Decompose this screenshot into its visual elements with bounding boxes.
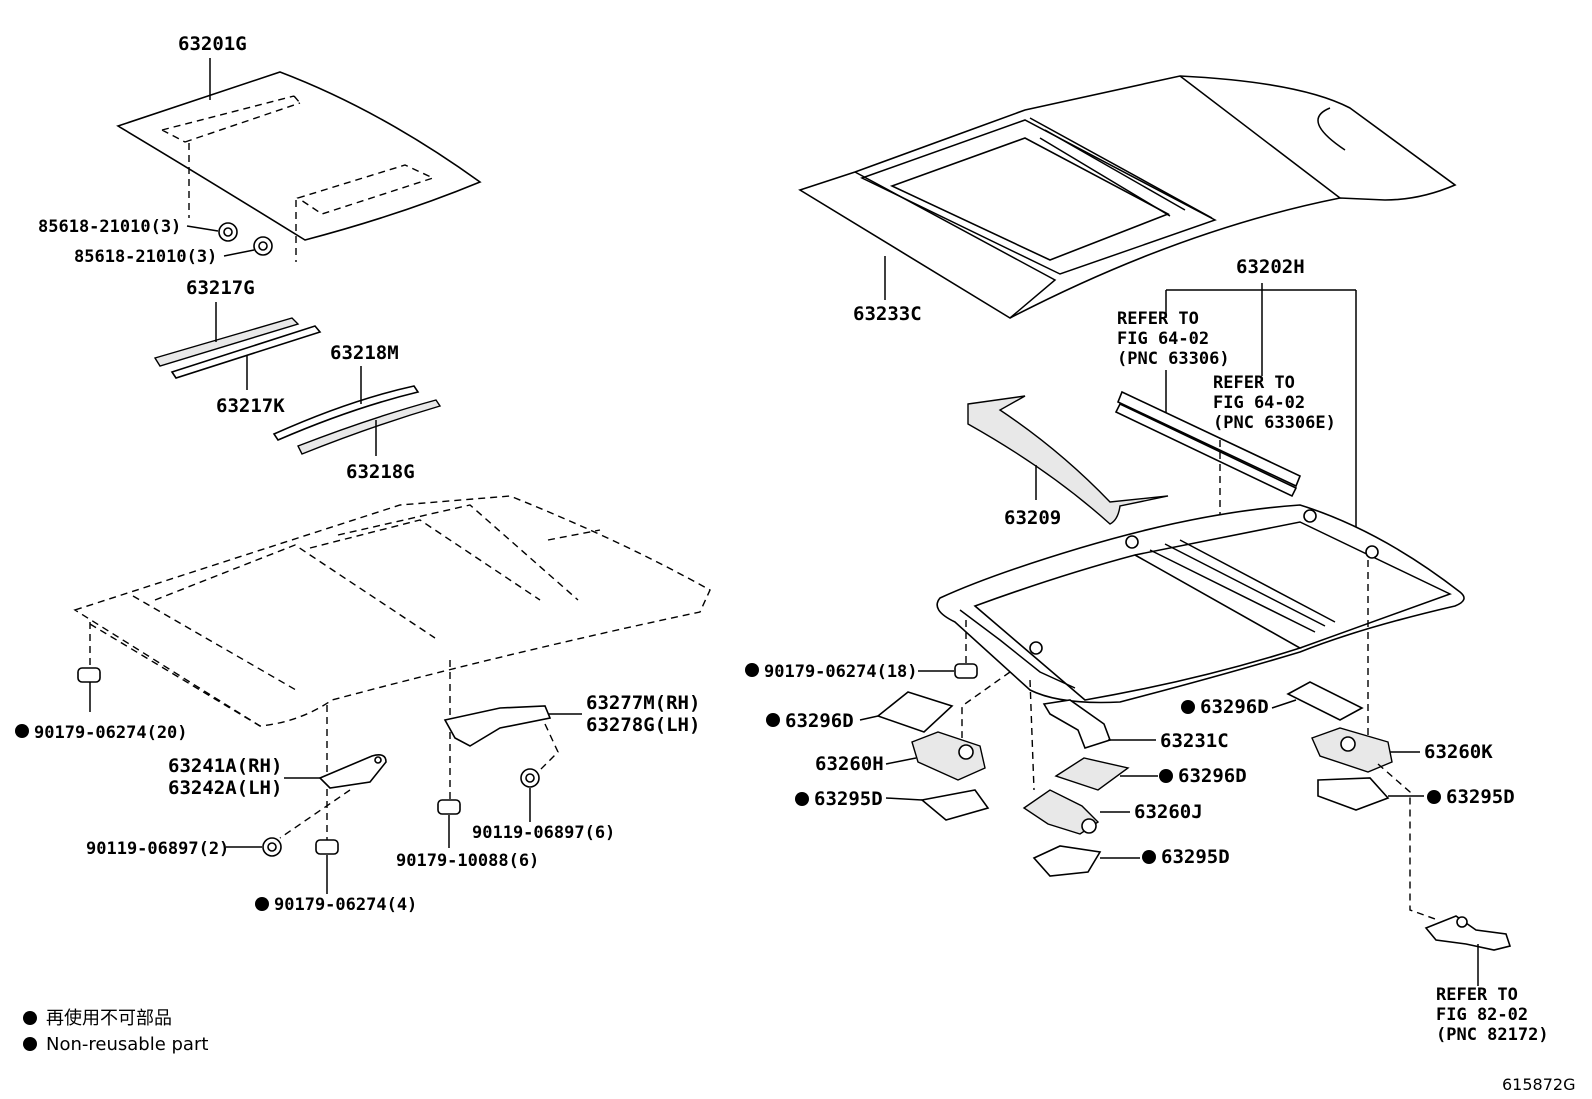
- label-63241a: 63241A(RH): [168, 755, 282, 777]
- ref2-line1: REFER TO: [1213, 373, 1295, 393]
- headliner-dashed: [73, 495, 711, 840]
- label-85618-b: 85618-21010(3): [74, 247, 217, 267]
- svg-text:REFER TO: REFER TO: [1117, 309, 1199, 329]
- roof-panel-63201g: [116, 71, 482, 262]
- label-90179-4: 90179-06274(4): [274, 895, 417, 915]
- label-63296d-b: 63296D: [1178, 765, 1247, 787]
- clip-90179-18: [954, 663, 978, 679]
- label-90119-2: 90119-06897(2): [86, 839, 229, 859]
- bracket-63241a: [318, 754, 387, 789]
- svg-text:(PNC 63306E): (PNC 63306E): [1213, 413, 1336, 433]
- label-63296d-a: 63296D: [785, 710, 854, 732]
- label-63260k: 63260K: [1424, 741, 1493, 763]
- label-63296d-c: 63296D: [1200, 696, 1269, 718]
- label-63260h: 63260H: [815, 753, 884, 775]
- pad-63296d-c: [1286, 681, 1364, 721]
- motor-63260j: [1022, 789, 1100, 835]
- bracket-63295d-b: [1032, 845, 1102, 877]
- ref3-line1: REFER TO: [1436, 985, 1518, 1005]
- svg-text:REFER TO: REFER TO: [1436, 985, 1518, 1005]
- legend-line1: 再使用不可部品: [46, 1008, 172, 1029]
- ref1-line2: FIG 64-02: [1117, 329, 1209, 349]
- bracket-63295d-c: [1317, 777, 1390, 811]
- label-90179-10088: 90179-10088(6): [396, 851, 539, 871]
- sunroof-roof-panel-63233c: [798, 75, 1457, 319]
- label-63218m: 63218M: [330, 342, 399, 364]
- bracket-63231c: [1042, 699, 1112, 749]
- label-63242a: 63242A(LH): [168, 777, 282, 799]
- screw-90119-2: [262, 837, 282, 857]
- svg-text:FIG 82-02: FIG 82-02: [1436, 1005, 1528, 1025]
- label-63295d-c: 63295D: [1446, 786, 1515, 808]
- weatherstrip-63217: [153, 317, 322, 379]
- label-63231c: 63231C: [1160, 730, 1229, 752]
- pad-63296d-a: [876, 691, 954, 733]
- label-63217k: 63217K: [216, 395, 285, 417]
- legend-dot-1: [23, 1011, 37, 1025]
- bracket-82172: [1424, 915, 1512, 951]
- legend-line2: Non-reusable part: [46, 1034, 208, 1055]
- label-63218g: 63218G: [346, 461, 415, 483]
- sunroof-frame: [936, 504, 1465, 704]
- clip-85618-upper: [218, 222, 238, 242]
- motor-63260h: [911, 731, 986, 781]
- label-63278g: 63278G(LH): [586, 714, 700, 736]
- sunroof-seal-tube: [1114, 390, 1302, 498]
- ref3-line2: FIG 82-02: [1436, 1005, 1528, 1025]
- svg-text:FIG 64-02: FIG 64-02: [1213, 393, 1305, 413]
- svg-text:(PNC 63306): (PNC 63306): [1117, 349, 1230, 369]
- bracket-63295d-a: [920, 789, 990, 821]
- label-63295d-b: 63295D: [1161, 846, 1230, 868]
- label-63209: 63209: [1004, 507, 1061, 529]
- clip-85618-lower: [253, 236, 273, 256]
- label-63260j: 63260J: [1134, 801, 1203, 823]
- svg-text:FIG 64-02: FIG 64-02: [1117, 329, 1209, 349]
- motor-63260k: [1311, 727, 1393, 773]
- label-90119-6: 90119-06897(6): [472, 823, 615, 843]
- svg-text:(PNC 82172): (PNC 82172): [1436, 1025, 1549, 1045]
- ref2-line3: (PNC 63306E): [1213, 413, 1336, 433]
- label-63217g: 63217G: [186, 277, 255, 299]
- label-63233c: 63233C: [853, 303, 922, 325]
- legend-dot-2: [23, 1037, 37, 1051]
- ref1-line1: REFER TO: [1117, 309, 1199, 329]
- clip-90179-10088: [437, 799, 461, 815]
- legend: 再使用不可部品 Non-reusable part: [23, 1008, 208, 1055]
- label-90179-20: 90179-06274(20): [34, 723, 188, 743]
- trim-63209: [967, 395, 1169, 525]
- ref2-line2: FIG 64-02: [1213, 393, 1305, 413]
- weatherstrip-63218: [272, 385, 442, 455]
- bracket-63277m: [443, 705, 552, 747]
- pad-63296d-b: [1054, 757, 1130, 791]
- label-85618-a: 85618-21010(3): [38, 217, 181, 237]
- label-63202h: 63202H: [1236, 256, 1305, 278]
- label-90179-18: 90179-06274(18): [764, 662, 918, 682]
- figure-id: 615872G: [1502, 1075, 1575, 1094]
- svg-text:REFER TO: REFER TO: [1213, 373, 1295, 393]
- label-63277m: 63277M(RH): [586, 692, 700, 714]
- screw-90119-6: [520, 768, 540, 788]
- clip-90179-4: [315, 839, 339, 855]
- label-63201g: 63201G: [178, 33, 247, 55]
- ref3-line3: (PNC 82172): [1436, 1025, 1549, 1045]
- ref1-line3: (PNC 63306): [1117, 349, 1230, 369]
- clip-90179-20: [77, 667, 101, 683]
- label-63295d-a: 63295D: [814, 788, 883, 810]
